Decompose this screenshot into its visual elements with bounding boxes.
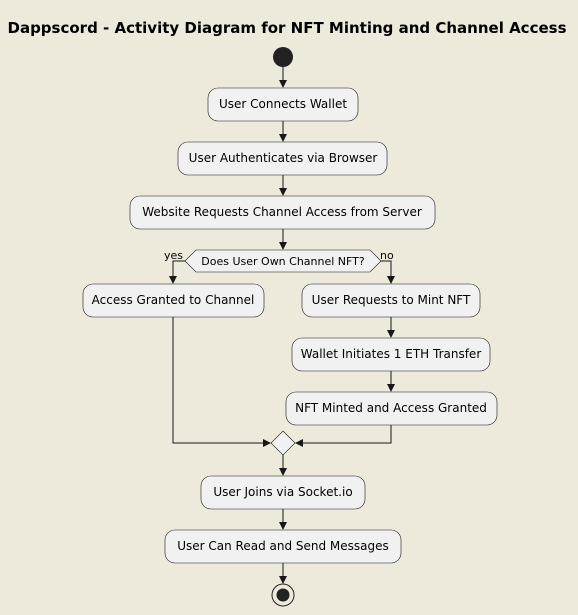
no-label: no <box>380 249 394 262</box>
arrowhead <box>295 439 303 447</box>
arrowhead <box>279 188 287 196</box>
decision-own-nft: Does User Own Channel NFT? <box>184 249 382 273</box>
arrowhead <box>387 384 395 392</box>
start-node <box>273 47 293 67</box>
arrowhead <box>279 80 287 88</box>
arrowhead <box>279 468 287 476</box>
activity-label: User Connects Wallet <box>219 97 347 111</box>
arrowhead <box>387 276 395 284</box>
activity-access-granted: Access Granted to Channel <box>82 283 265 318</box>
activity-label: User Requests to Mint NFT <box>312 293 471 307</box>
activity-request-mint: User Requests to Mint NFT <box>301 283 481 318</box>
activity-label: NFT Minted and Access Granted <box>295 401 487 415</box>
activity-eth-transfer: Wallet Initiates 1 ETH Transfer <box>291 337 491 372</box>
activity-read-send: User Can Read and Send Messages <box>164 529 402 564</box>
activity-join-socket: User Joins via Socket.io <box>200 475 366 510</box>
edge-no-merge <box>301 425 392 444</box>
decision-question: Does User Own Channel NFT? <box>201 255 365 268</box>
activity-label: Website Requests Channel Access from Ser… <box>142 205 422 219</box>
activity-label: Access Granted to Channel <box>92 293 255 307</box>
edge-yes-merge <box>172 317 265 444</box>
activity-authenticate: User Authenticates via Browser <box>177 141 388 176</box>
activity-request-access: Website Requests Channel Access from Ser… <box>129 195 436 230</box>
edge-no <box>381 260 392 278</box>
end-node <box>271 583 295 607</box>
activity-label: User Can Read and Send Messages <box>177 539 389 553</box>
merge-diamond <box>270 430 296 456</box>
arrowhead <box>279 576 287 584</box>
arrowhead <box>279 522 287 530</box>
arrowhead <box>169 276 177 284</box>
arrowhead <box>279 134 287 142</box>
arrowhead <box>263 439 271 447</box>
diagram-title: Dappscord - Activity Diagram for NFT Min… <box>8 19 567 37</box>
activity-minted: NFT Minted and Access Granted <box>285 391 498 426</box>
activity-label: Wallet Initiates 1 ETH Transfer <box>301 347 482 361</box>
arrowhead <box>279 242 287 250</box>
yes-label: yes <box>164 249 183 262</box>
arrowhead <box>387 330 395 338</box>
activity-label: User Authenticates via Browser <box>189 151 378 165</box>
edge-yes <box>172 260 185 278</box>
activity-label: User Joins via Socket.io <box>213 485 352 499</box>
activity-connect-wallet: User Connects Wallet <box>207 87 359 122</box>
